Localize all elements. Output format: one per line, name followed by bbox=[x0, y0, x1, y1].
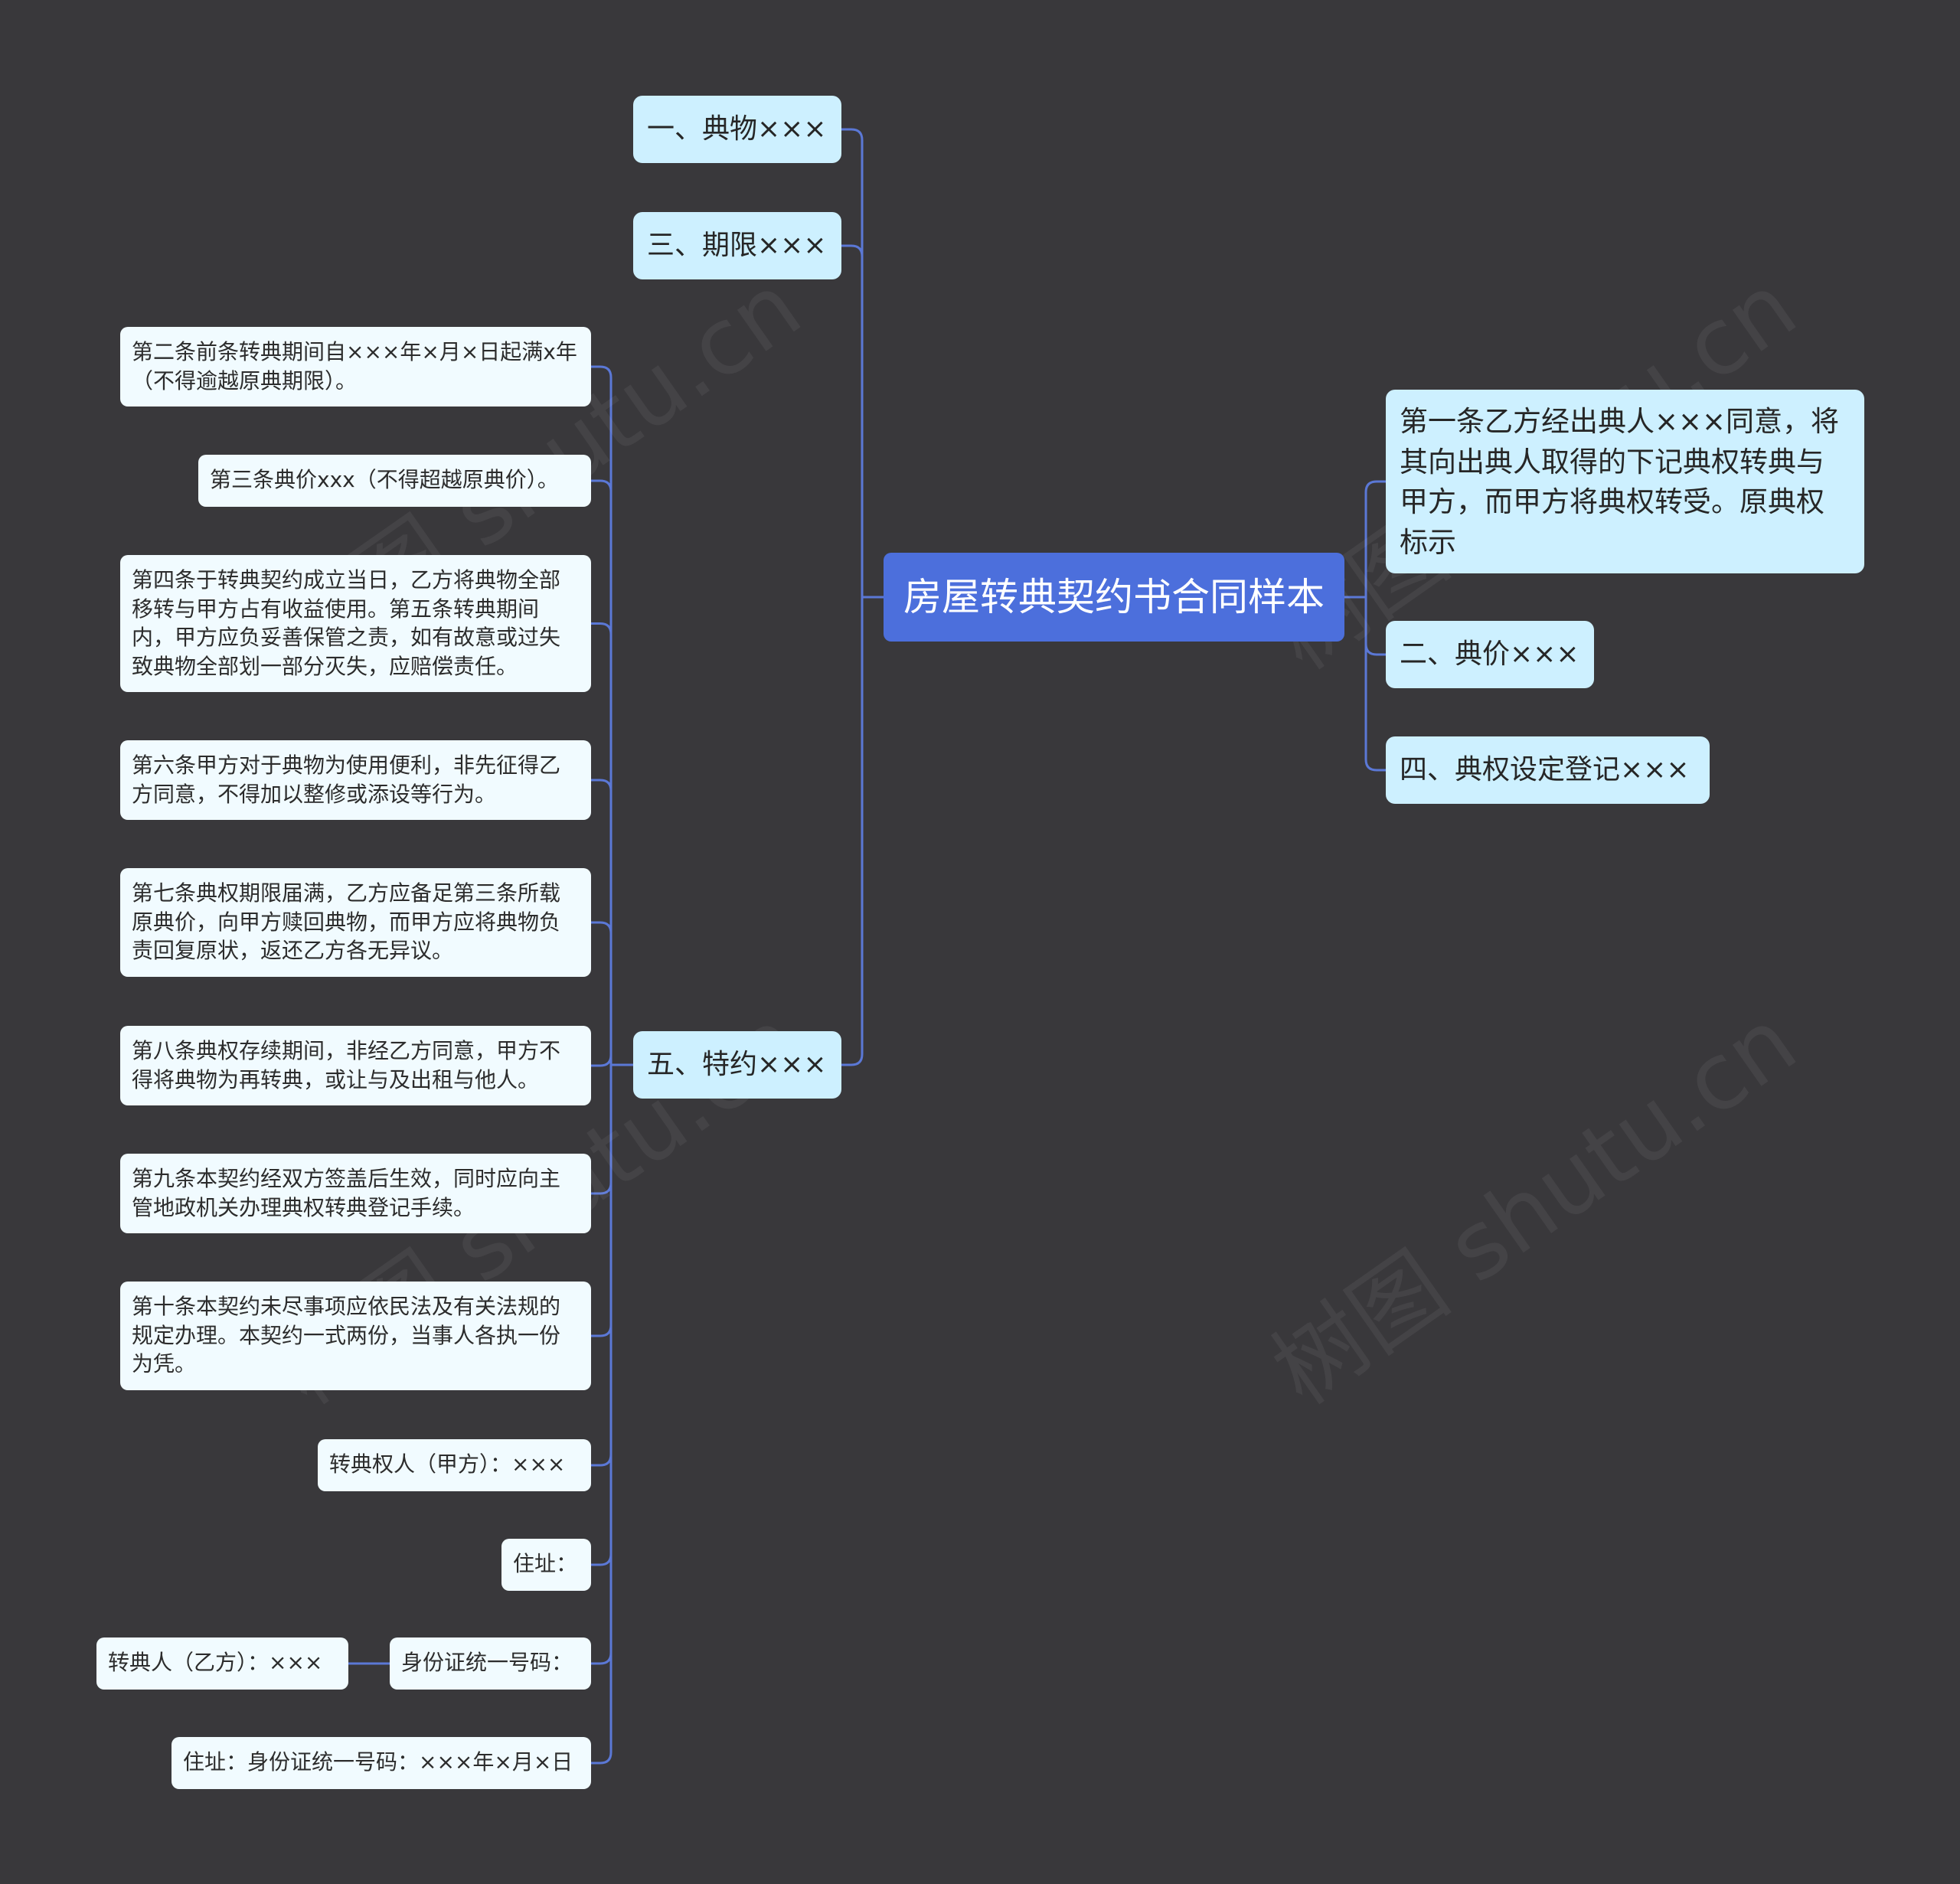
connector-line bbox=[1344, 596, 1386, 772]
connector-line bbox=[591, 365, 633, 1066]
connector-line bbox=[591, 779, 633, 1066]
connector-line bbox=[591, 622, 633, 1066]
term-article-6[interactable]: 第六条甲方对于典物为使用便利，非先征得乙方同意，不得加以整修或添设等行为。 bbox=[120, 740, 591, 820]
term-article-7[interactable]: 第七条典权期限届满，乙方应备足第三条所载原典价，向甲方赎回典物，而甲方应将典物负… bbox=[120, 868, 591, 977]
term-article-10[interactable]: 第十条本契约未尽事项应依民法及有关法规的规定办理。本契约一式两份，当事人各执一份… bbox=[120, 1282, 591, 1390]
connector-line bbox=[591, 921, 633, 1066]
term-address-id-date[interactable]: 住址：身份证统一号码：×××年×月×日 bbox=[172, 1737, 591, 1789]
connector-line bbox=[591, 1063, 633, 1765]
branch-price[interactable]: 二、典价××× bbox=[1386, 621, 1594, 688]
connector-line bbox=[841, 128, 884, 599]
term-party-a[interactable]: 转典权人（甲方）：××× bbox=[318, 1439, 591, 1491]
term-article-3[interactable]: 第三条典价xxx（不得超越原典价）。 bbox=[198, 455, 591, 507]
term-party-b[interactable]: 转典人（乙方）：××× bbox=[96, 1637, 348, 1690]
connector-line bbox=[591, 479, 633, 1066]
connector-line bbox=[591, 1054, 633, 1067]
branch-special-terms[interactable]: 五、特约××× bbox=[633, 1031, 841, 1099]
connector-line bbox=[1344, 480, 1386, 599]
term-article-2[interactable]: 第二条前条转典期间自×××年×月×日起满x年（不得逾越原典期限）。 bbox=[120, 327, 591, 407]
root-topic[interactable]: 房屋转典契约书合同样本 bbox=[884, 553, 1344, 642]
branch-item[interactable]: 一、典物××× bbox=[633, 96, 841, 163]
term-id-number[interactable]: 身份证统一号码： bbox=[390, 1637, 591, 1690]
connector-line bbox=[841, 244, 884, 599]
branch-registration[interactable]: 四、典权设定登记××× bbox=[1386, 736, 1710, 804]
term-address[interactable]: 住址： bbox=[501, 1539, 591, 1591]
branch-article-one[interactable]: 第一条乙方经出典人×××同意，将其向出典人取得的下记典权转典与甲方，而甲方将典权… bbox=[1386, 390, 1864, 573]
term-article-4-5[interactable]: 第四条于转典契约成立当日，乙方将典物全部移转与甲方占有收益使用。第五条转典期间内… bbox=[120, 555, 591, 692]
term-article-9[interactable]: 第九条本契约经双方签盖后生效，同时应向主管地政机关办理典权转典登记手续。 bbox=[120, 1154, 591, 1233]
branch-period[interactable]: 三、期限××× bbox=[633, 212, 841, 279]
connector-line bbox=[841, 596, 884, 1066]
term-article-8[interactable]: 第八条典权存续期间，非经乙方同意，甲方不得将典物为再转典，或让与及出租与他人。 bbox=[120, 1026, 591, 1105]
